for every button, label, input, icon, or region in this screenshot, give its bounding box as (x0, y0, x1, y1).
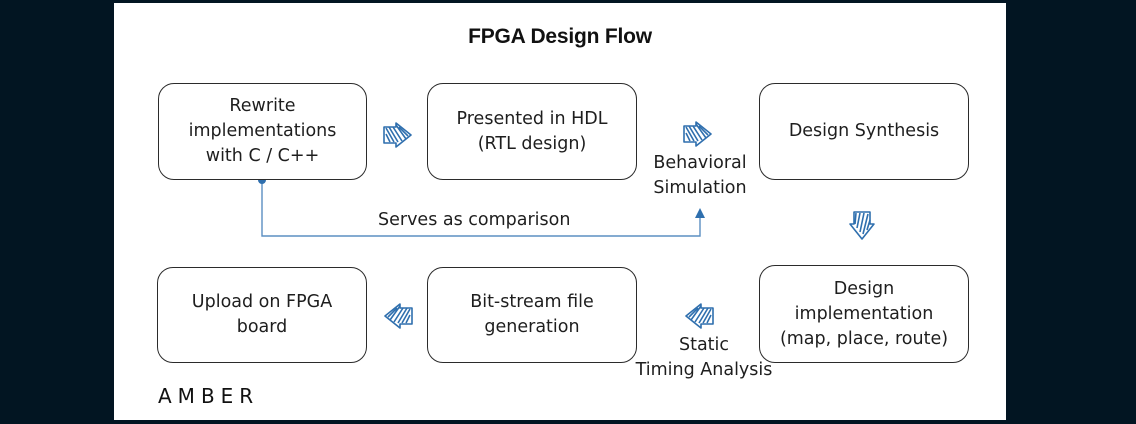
arrow-left-icon (384, 303, 413, 329)
diagram-panel: FPGA Design Flow Serves as comparison Re… (114, 3, 1006, 420)
step-line: Upload on FPGA (191, 292, 333, 312)
step-line: (map, place, route) (779, 328, 949, 349)
step-line: Rewrite (229, 96, 296, 116)
connector-arrowhead (695, 208, 705, 218)
step-implementation: Design implementation (map, place, route… (759, 265, 969, 363)
step-line: Bit-stream file (470, 292, 594, 312)
connector-line (261, 180, 701, 237)
step-hdl: Presented in HDL (RTL design) (427, 83, 637, 180)
label-line: Timing Analysis (635, 360, 773, 380)
step-bitstream: Bit-stream file generation (427, 267, 637, 363)
label-line: Behavioral (653, 153, 747, 173)
arrow-right-icon (383, 122, 412, 148)
step-line: generation (484, 317, 580, 337)
step-line: Presented in HDL (456, 108, 608, 129)
step-line: Design (833, 278, 895, 299)
static-timing-analysis-label: Static Timing Analysis (629, 333, 779, 383)
comparison-label: Serves as comparison (378, 210, 571, 230)
amber-logo: AMBER (158, 384, 260, 408)
arrow-right-icon (683, 121, 712, 147)
arrow-down-icon (849, 211, 875, 240)
label-line: Static (678, 335, 730, 355)
diagram-title: FPGA Design Flow (468, 25, 652, 48)
step-line: implementations (188, 121, 337, 141)
label-line: Simulation (653, 178, 747, 198)
step-synthesis: Design Synthesis (759, 83, 969, 180)
step-line: (RTL design) (477, 133, 587, 154)
step-line: Design Synthesis (788, 121, 940, 141)
step-line: implementation (794, 303, 934, 324)
step-line: board (236, 317, 288, 337)
step-rewrite: Rewrite implementations with C / C++ (158, 83, 367, 180)
behavioral-simulation-label: Behavioral Simulation (647, 151, 753, 201)
step-upload: Upload on FPGA board (157, 267, 367, 363)
arrow-left-icon (685, 303, 714, 329)
step-line: with C / C++ (205, 146, 320, 166)
